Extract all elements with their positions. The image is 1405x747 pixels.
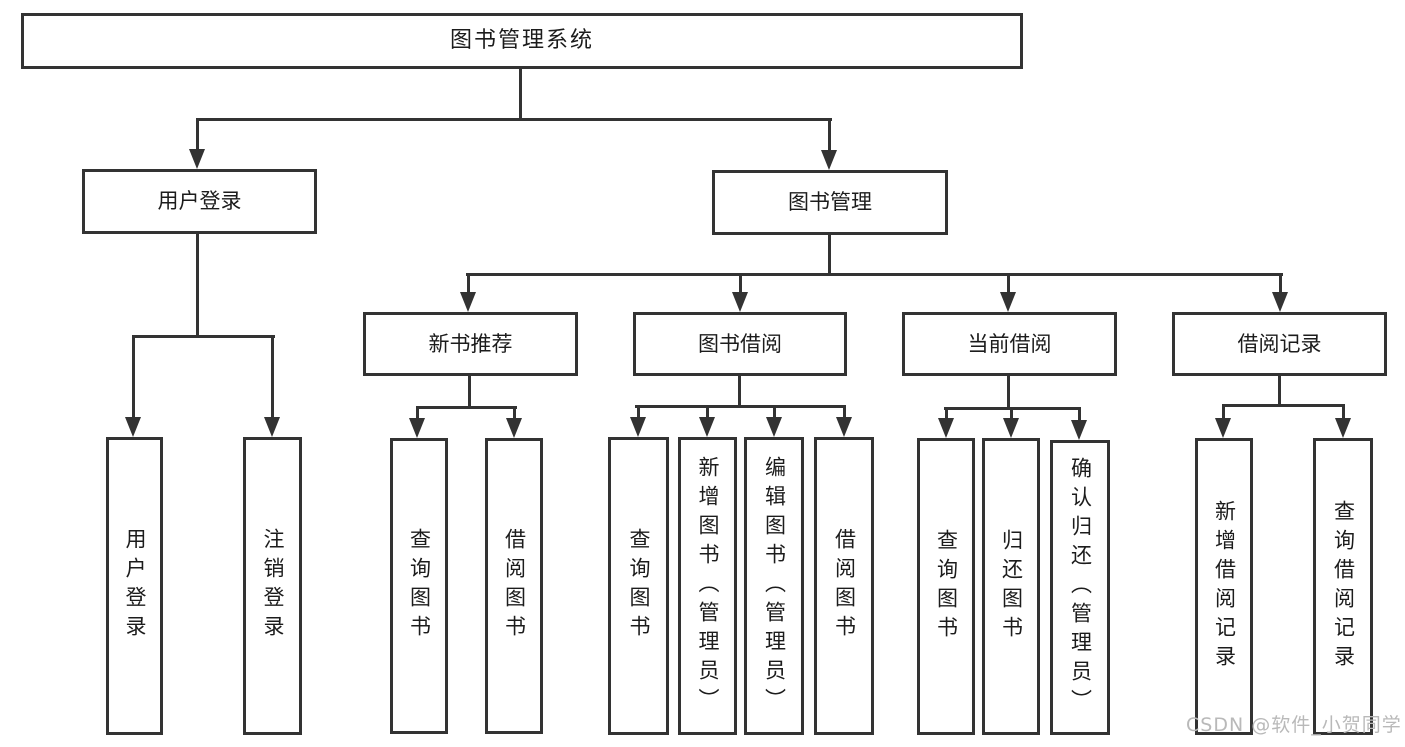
connector-bb-stem <box>738 376 741 408</box>
arrow-to-nbr-query <box>409 409 425 438</box>
node-br-add-record-label: 新增借阅记录 <box>1212 499 1237 674</box>
connector-nbr-rail <box>416 406 517 409</box>
node-nbr-query-book-label: 查询图书 <box>407 528 432 644</box>
node-book-mgmt: 图书管理 <box>712 170 948 235</box>
node-cb-confirm-return-label: 确认归还（管理员） <box>1068 457 1093 718</box>
node-bb-edit-book: 编辑图书（管理员） <box>744 437 804 735</box>
arrow-to-cb-confirm <box>1071 410 1087 440</box>
arrow-to-borrow-record <box>1272 276 1288 312</box>
connector-user-login-stem <box>196 234 199 338</box>
arrow-to-cb-return <box>1003 410 1019 438</box>
node-user-login-group-label: 用户登录 <box>157 189 242 213</box>
node-borrow-record: 借阅记录 <box>1172 312 1387 376</box>
connector-cb-rail <box>944 407 1081 410</box>
arrow-to-br-query <box>1335 407 1351 438</box>
node-new-book-rec-label: 新书推荐 <box>428 331 513 356</box>
arrow-to-user-login-group <box>189 121 205 169</box>
node-cb-return-book-label: 归还图书 <box>999 528 1024 645</box>
arrow-to-br-add <box>1215 407 1231 438</box>
arrow-to-current-borrow <box>1000 276 1016 312</box>
connector-cb-stem <box>1007 376 1010 410</box>
connector-br-stem <box>1278 376 1281 407</box>
node-nbr-borrow-book: 借阅图书 <box>485 438 543 734</box>
node-book-borrow-label: 图书借阅 <box>698 331 782 356</box>
node-book-mgmt-label: 图书管理 <box>788 190 872 214</box>
node-current-borrow-label: 当前借阅 <box>967 331 1052 356</box>
node-cb-query-book: 查询图书 <box>917 438 975 735</box>
node-bb-borrow-book: 借阅图书 <box>814 437 874 735</box>
connector-book-mgmt-stem <box>828 235 831 276</box>
node-cb-return-book: 归还图书 <box>982 438 1040 735</box>
node-root-label: 图书管理系统 <box>449 28 594 53</box>
arrow-to-book-borrow <box>732 276 748 312</box>
node-cb-query-book-label: 查询图书 <box>934 528 959 645</box>
node-logout-login: 注销登录 <box>243 437 302 735</box>
node-br-query-record: 查询借阅记录 <box>1313 438 1373 735</box>
node-br-add-record: 新增借阅记录 <box>1195 438 1253 735</box>
node-nbr-borrow-book-label: 借阅图书 <box>502 528 527 644</box>
arrow-to-bb-borrow <box>836 408 852 437</box>
connector-bb-rail <box>635 405 846 408</box>
node-bb-query-book: 查询图书 <box>608 437 669 735</box>
arrow-to-nbr-borrow <box>506 409 522 438</box>
arrow-to-new-book-rec <box>460 276 476 312</box>
connector-nbr-stem <box>468 376 471 409</box>
node-bb-add-book: 新增图书（管理员） <box>678 437 737 735</box>
arrow-to-bb-query <box>630 408 646 437</box>
connector-level3-rail <box>466 273 1283 276</box>
node-bb-borrow-book-label: 借阅图书 <box>832 528 857 644</box>
node-book-borrow: 图书借阅 <box>633 312 847 376</box>
connector-user-login-rail <box>132 335 275 338</box>
arrow-to-book-mgmt <box>821 121 837 170</box>
connector-br-rail <box>1222 404 1345 407</box>
node-new-book-rec: 新书推荐 <box>363 312 578 376</box>
node-current-borrow: 当前借阅 <box>902 312 1117 376</box>
node-user-login-group: 用户登录 <box>82 169 317 234</box>
arrow-to-user-login <box>125 338 141 437</box>
node-user-login-label: 用户登录 <box>123 528 147 644</box>
arrow-to-bb-add <box>699 408 715 437</box>
csdn-watermark: CSDN @软件_小贺同学 <box>1186 714 1402 736</box>
node-bb-query-book-label: 查询图书 <box>627 528 651 644</box>
node-user-login: 用户登录 <box>106 437 163 735</box>
node-root: 图书管理系统 <box>21 13 1023 69</box>
node-br-query-record-label: 查询借阅记录 <box>1331 499 1356 674</box>
node-bb-add-book-label: 新增图书（管理员） <box>696 455 720 717</box>
node-nbr-query-book: 查询图书 <box>390 438 448 734</box>
node-bb-edit-book-label: 编辑图书（管理员） <box>762 455 787 717</box>
node-logout-login-label: 注销登录 <box>261 528 285 644</box>
arrow-to-cb-query <box>938 410 954 438</box>
connector-level2-rail <box>196 118 832 121</box>
node-cb-confirm-return: 确认归还（管理员） <box>1050 440 1110 735</box>
arrow-to-bb-edit <box>766 408 782 437</box>
connector-root-stem <box>519 69 522 118</box>
arrow-to-logout-login <box>264 338 280 437</box>
node-borrow-record-label: 借阅记录 <box>1237 331 1322 356</box>
